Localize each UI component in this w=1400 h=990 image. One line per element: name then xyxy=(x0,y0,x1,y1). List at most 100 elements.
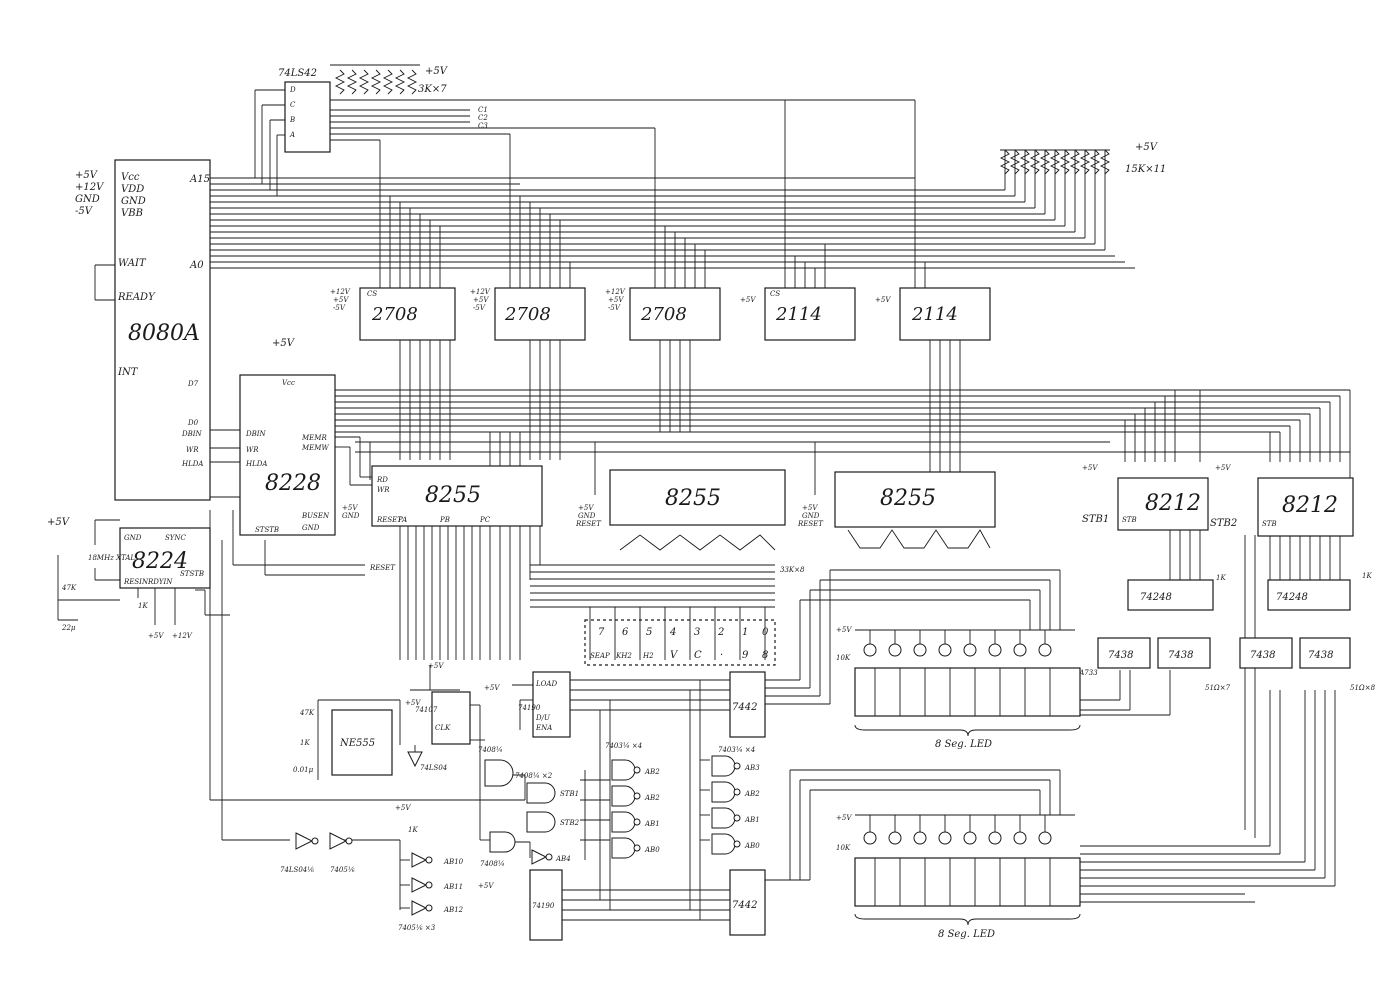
svg-text:AB2: AB2 xyxy=(744,790,760,798)
svg-text:10K: 10K xyxy=(836,654,851,662)
chip-74107: 74107 CLK +5V +5V 74LS04 xyxy=(405,662,471,772)
pullup-15k11: +5V 15K×11 xyxy=(999,142,1166,175)
svg-text:CLK: CLK xyxy=(435,724,451,732)
control-wires xyxy=(57,260,525,841)
svg-text:RESET: RESET xyxy=(376,516,403,524)
svg-text:AB3: AB3 xyxy=(744,764,760,772)
svg-text:VBB: VBB xyxy=(121,208,143,219)
svg-text:+5V: +5V xyxy=(836,814,852,822)
svg-text:33K×8: 33K×8 xyxy=(780,566,805,574)
svg-text:C2: C2 xyxy=(478,114,488,122)
svg-text:+5V: +5V xyxy=(405,699,421,707)
svg-text:CS: CS xyxy=(770,290,780,298)
svg-text:AB2: AB2 xyxy=(644,794,660,802)
svg-text:+5V: +5V xyxy=(428,662,444,670)
transistor-row-lower xyxy=(855,814,1075,845)
svg-text:1K: 1K xyxy=(1216,574,1226,582)
svg-text:AB2: AB2 xyxy=(644,768,660,776)
key-2: 2 xyxy=(717,627,724,638)
svg-text:7438: 7438 xyxy=(1108,650,1133,661)
svg-text:GND: GND xyxy=(75,194,100,205)
svg-text:+5V: +5V xyxy=(272,338,296,349)
chip-74ls42-label: 74LS42 xyxy=(278,68,317,79)
svg-text:8255: 8255 xyxy=(425,483,481,508)
svg-text:+12V: +12V xyxy=(470,288,491,296)
svg-text:D7: D7 xyxy=(187,380,199,388)
svg-text:+5V: +5V xyxy=(875,296,891,304)
svg-text:+5V: +5V xyxy=(478,882,494,890)
svg-text:A15: A15 xyxy=(189,174,210,185)
svg-text:+12V: +12V xyxy=(172,632,193,640)
svg-text:8228: 8228 xyxy=(265,471,321,496)
svg-text:15K×11: 15K×11 xyxy=(1125,164,1166,175)
svg-text:RESIN: RESIN xyxy=(123,578,149,586)
svg-text:+12V: +12V xyxy=(605,288,626,296)
svg-text:DBIN: DBIN xyxy=(181,430,203,438)
data-bus xyxy=(335,340,1351,495)
svg-text:GND: GND xyxy=(802,512,820,520)
svg-text:+5V: +5V xyxy=(473,296,489,304)
svg-text:AB0: AB0 xyxy=(644,846,660,854)
svg-text:STB2: STB2 xyxy=(560,819,580,827)
svg-text:2708: 2708 xyxy=(504,304,551,325)
signal-labels: RESET D7 D0 DBIN WR HLDA xyxy=(181,380,396,572)
svg-text:SYNC: SYNC xyxy=(165,534,187,542)
address-bus xyxy=(210,64,1135,288)
svg-text:GND: GND xyxy=(302,524,320,532)
pullup-3k7: +5V 3K×7 C1 C2 C3 xyxy=(334,66,488,130)
svg-text:Vcc: Vcc xyxy=(282,379,295,387)
chip-8224: 8224 GND SYNC RESIN RDYIN STSTB +5V 18MH… xyxy=(47,517,211,640)
key-4: 4 xyxy=(669,627,676,638)
svg-text:74190: 74190 xyxy=(532,902,555,910)
svg-text:STB: STB xyxy=(1262,520,1277,528)
svg-text:0.01μ: 0.01μ xyxy=(293,766,314,774)
svg-text:VDD: VDD xyxy=(121,184,144,195)
display-wires xyxy=(765,530,1341,903)
svg-text:GND: GND xyxy=(578,512,596,520)
key-kh2: KH2 xyxy=(615,652,632,660)
chip-8255-2: 8255 +5V GND RESET xyxy=(575,469,786,528)
svg-text:RESET: RESET xyxy=(797,520,824,528)
key-3: 3 xyxy=(694,627,700,638)
svg-text:WR: WR xyxy=(246,446,259,454)
svg-text:74190: 74190 xyxy=(518,704,541,712)
svg-text:+5V: +5V xyxy=(425,66,449,77)
svg-text:47K: 47K xyxy=(299,709,315,717)
svg-text:STSTB: STSTB xyxy=(180,570,204,578)
svg-text:+5V: +5V xyxy=(1082,464,1098,472)
svg-text:8224: 8224 xyxy=(132,549,188,574)
svg-text:GND: GND xyxy=(121,196,146,207)
svg-text:RESET: RESET xyxy=(575,520,602,528)
chips-7438: 7438 7438 7438 7438 51Ω×7 51Ω×8 2SA733 xyxy=(1069,637,1376,692)
svg-text:8 Seg. LED: 8 Seg. LED xyxy=(935,739,992,750)
svg-text:8212: 8212 xyxy=(1145,491,1201,516)
key-0: 0 xyxy=(762,627,769,638)
svg-text:+5V: +5V xyxy=(836,626,852,634)
key-v: V xyxy=(670,650,679,661)
svg-text:AB12: AB12 xyxy=(443,906,464,914)
svg-text:8 Seg. LED: 8 Seg. LED xyxy=(938,929,995,940)
svg-text:18MHz XTAL: 18MHz XTAL xyxy=(88,554,135,562)
svg-text:+5V: +5V xyxy=(802,504,818,512)
svg-text:AB0: AB0 xyxy=(744,842,760,850)
svg-text:7442: 7442 xyxy=(732,900,757,911)
svg-text:WR: WR xyxy=(186,446,199,454)
svg-text:AB11: AB11 xyxy=(443,883,463,891)
led-display-lower: 8 Seg. LED +5V 10K xyxy=(836,814,1081,940)
key-h2: H2 xyxy=(642,652,654,660)
chip-ne555: NE555 47K 1K 0.01μ xyxy=(293,709,393,776)
svg-text:LOAD: LOAD xyxy=(535,680,557,688)
svg-text:7408¼: 7408¼ xyxy=(480,860,505,868)
nand-gates-right: AB3 AB2 AB1 AB0 xyxy=(711,755,760,855)
svg-text:PB: PB xyxy=(439,516,450,524)
svg-text:+5V: +5V xyxy=(47,517,71,528)
svg-text:AB1: AB1 xyxy=(644,820,660,828)
svg-text:WR: WR xyxy=(377,486,390,494)
svg-text:51Ω×8: 51Ω×8 xyxy=(1350,684,1376,692)
svg-text:10K: 10K xyxy=(836,844,851,852)
svg-text:RD: RD xyxy=(376,476,388,484)
svg-text:7442: 7442 xyxy=(732,702,757,713)
chip-7442-upper: 7442 7403¼ ×4 xyxy=(718,671,766,754)
svg-text:D0: D0 xyxy=(187,419,199,427)
svg-text:+5V: +5V xyxy=(608,296,624,304)
